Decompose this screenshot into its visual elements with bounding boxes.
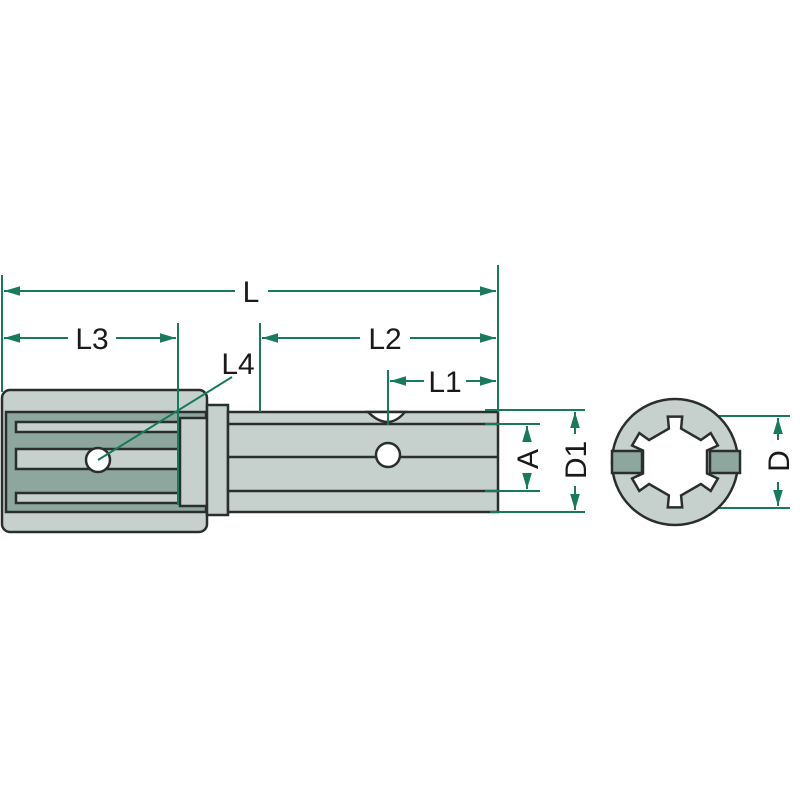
label-D: D — [763, 450, 796, 472]
shaft-hole — [374, 441, 402, 469]
side-view — [0, 388, 500, 534]
flange — [205, 403, 230, 517]
shaft-notch — [364, 410, 408, 424]
dimension-labels: L L3 L2 L1 L4 A D1 D — [75, 276, 796, 479]
spline-bore — [630, 415, 720, 509]
shaft — [226, 410, 500, 514]
sleeve-step — [178, 416, 209, 508]
label-D1: D1 — [560, 441, 593, 479]
key-block-left — [610, 449, 644, 475]
dimensions — [1, 265, 790, 513]
label-L3: L3 — [75, 323, 108, 356]
label-L1: L1 — [428, 366, 461, 399]
end-view — [610, 397, 742, 527]
spline-ridge — [14, 491, 182, 505]
label-L2: L2 — [368, 323, 401, 356]
label-A: A — [512, 449, 545, 469]
label-L4: L4 — [221, 348, 254, 381]
label-L: L — [243, 276, 260, 309]
key-block-right — [708, 449, 742, 475]
